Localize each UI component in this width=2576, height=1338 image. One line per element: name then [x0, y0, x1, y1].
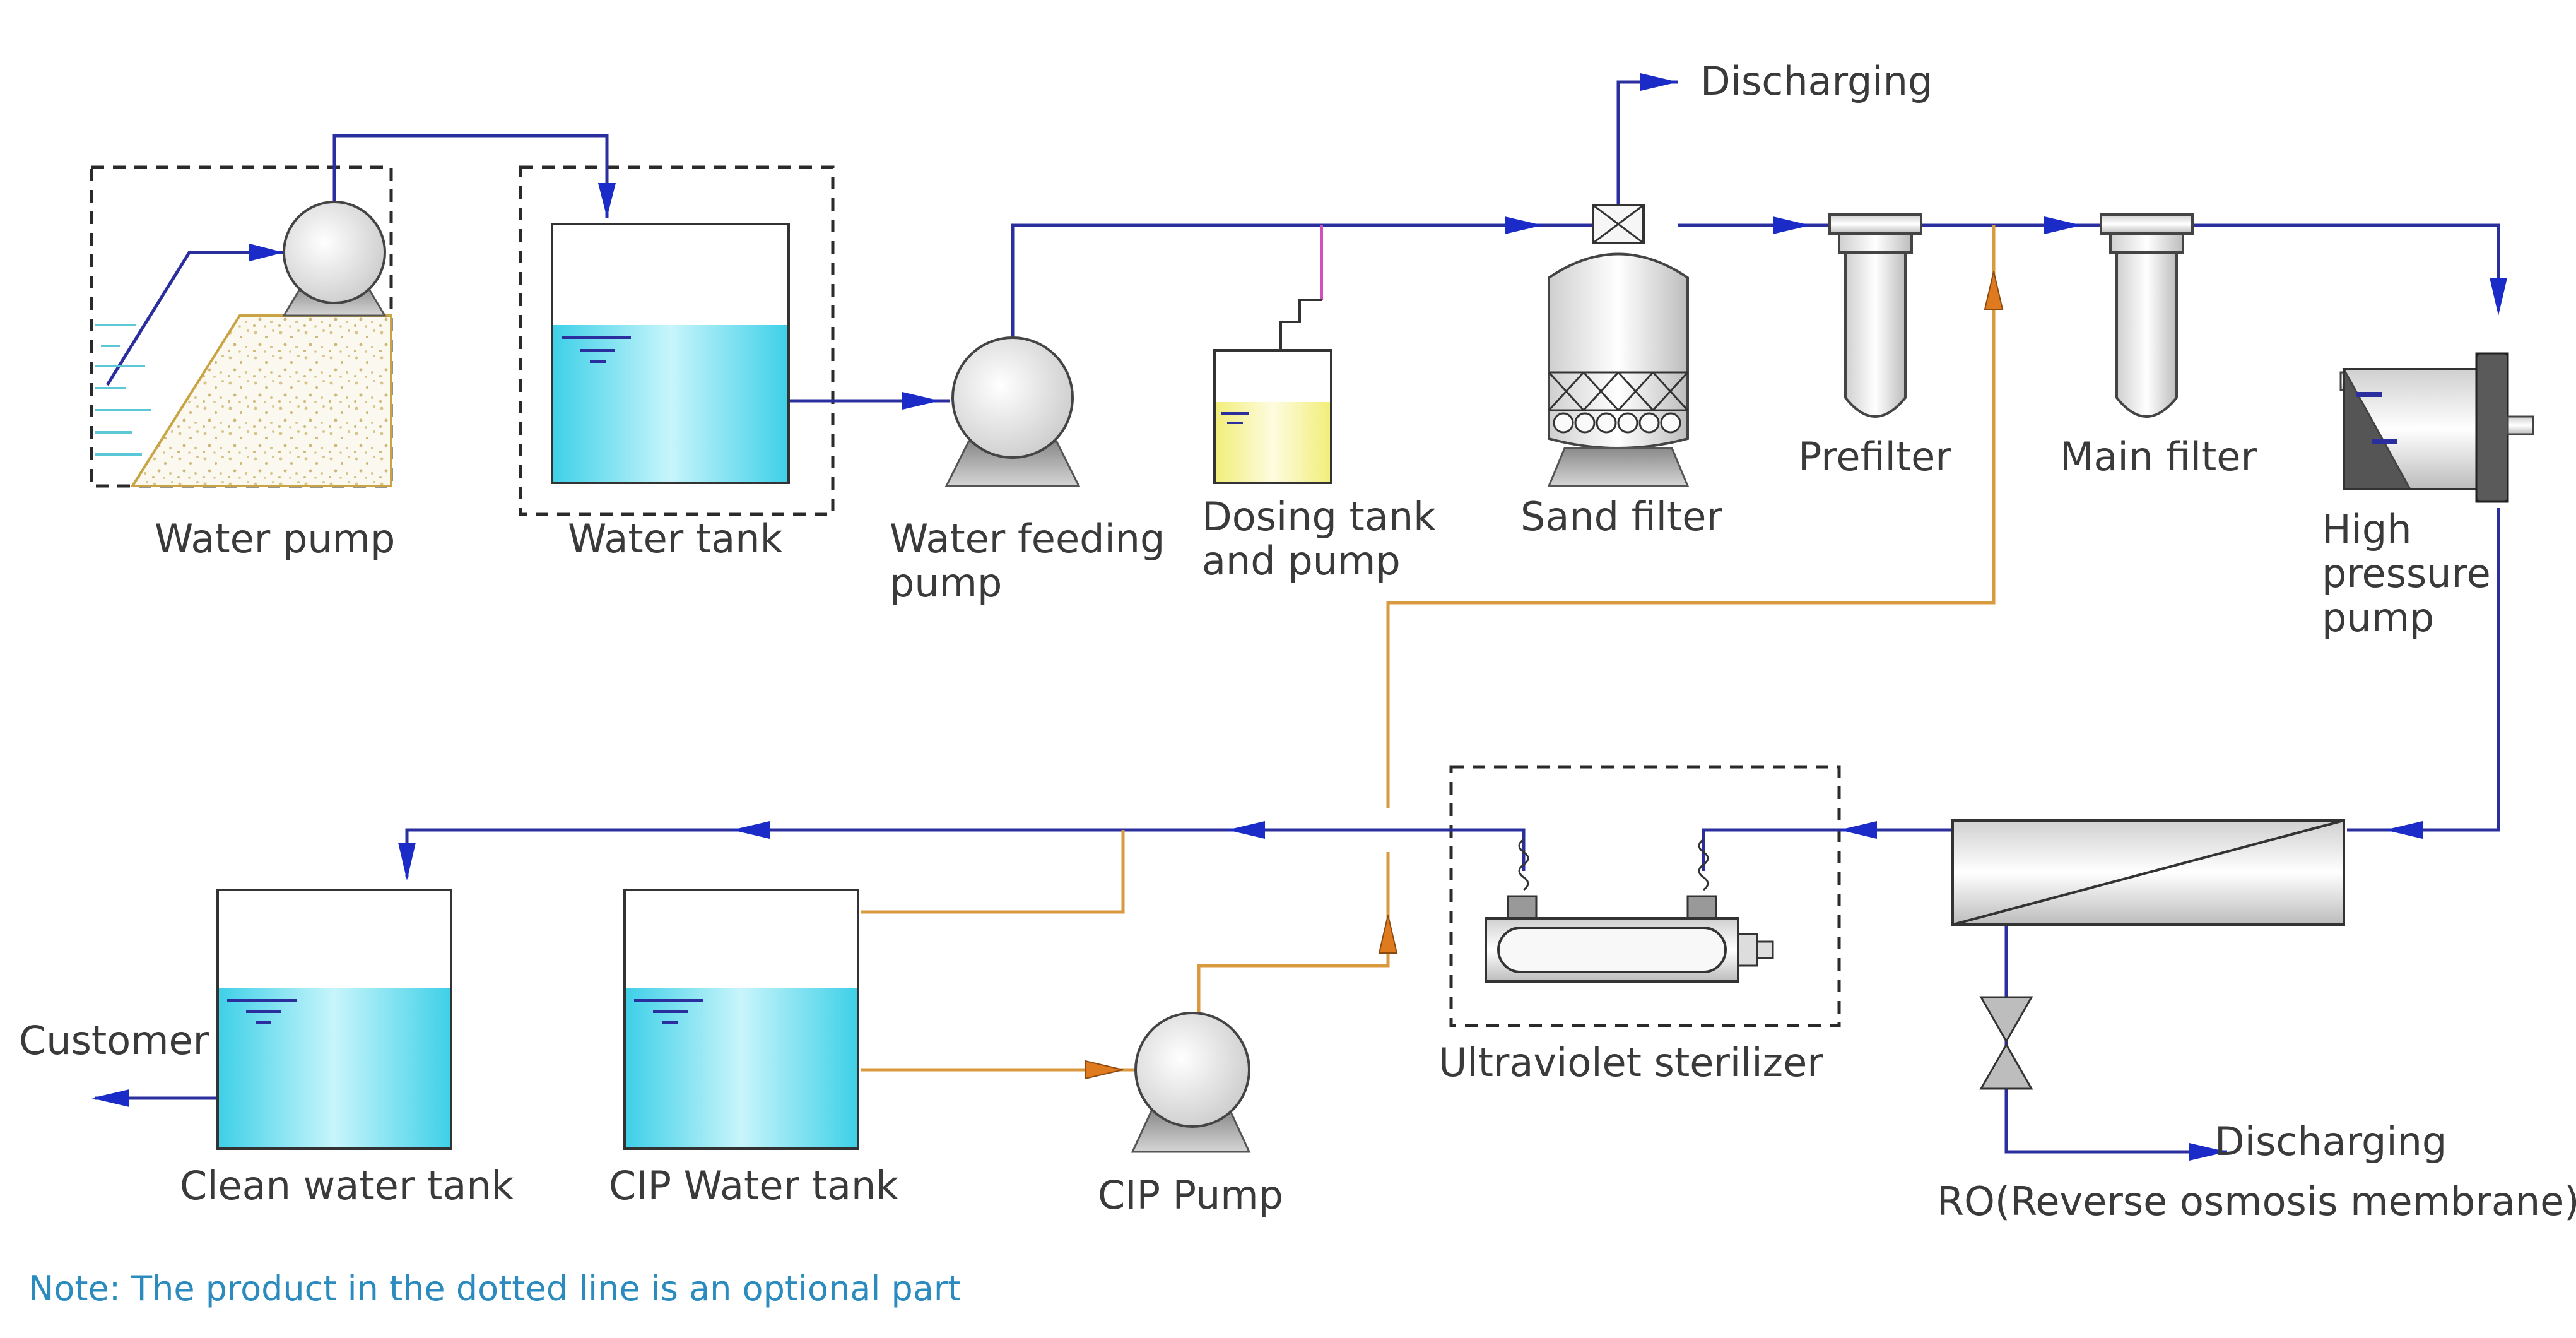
label-discharging-top: Discharging: [1700, 58, 1932, 104]
high-pressure-pump: [2339, 352, 2534, 503]
clean-water-tank: [216, 889, 452, 1150]
label-high-pressure-line3: pump: [2322, 595, 2434, 641]
sand-filter: [1547, 204, 1690, 487]
cip-water-tank: [623, 889, 859, 1150]
water-surface-lines: [95, 324, 151, 456]
arrow-right: [2189, 1143, 2227, 1161]
water-level: [553, 325, 787, 482]
sand-bank: [130, 314, 392, 487]
optional-box-uv-sterilizer: [1449, 765, 1841, 1027]
arrow-right: [1640, 73, 1678, 91]
arrow-left: [91, 1089, 129, 1107]
pump-body: [283, 201, 386, 304]
label-sand-filter: Sand filter: [1520, 494, 1722, 540]
arrow-up: [1378, 915, 1398, 954]
water-tank: [551, 223, 790, 484]
cip-pump: [1131, 1012, 1251, 1153]
ro-membrane: [1951, 819, 2345, 926]
label-water-tank: Water tank: [568, 516, 783, 562]
label-prefilter: Prefilter: [1798, 434, 1951, 480]
arrow-right: [902, 392, 940, 410]
arrow-right: [1085, 1060, 1124, 1080]
label-water-feeding-pump-line1: Water feeding: [890, 516, 1165, 562]
label-discharging-bottom: Discharging: [2214, 1118, 2447, 1164]
label-ro-membrane: RO(Reverse osmosis membrane): [1937, 1178, 2576, 1224]
label-main-filter: Main filter: [2060, 434, 2257, 480]
cip-flow-arrows: [1085, 271, 2004, 1080]
arrow-left: [2385, 821, 2423, 839]
label-cip-pump: CIP Pump: [1098, 1172, 1283, 1218]
label-cip-water-tank: CIP Water tank: [609, 1163, 898, 1209]
uv-sterilizer: [1485, 838, 1774, 983]
label-uv-sterilizer: Ultraviolet sterilizer: [1438, 1039, 1823, 1086]
water-feeding-pump: [944, 336, 1081, 487]
chemical-level: [1216, 402, 1330, 482]
arrow-left: [732, 821, 770, 839]
main-filter: [2100, 213, 2194, 418]
label-clean-water-tank: Clean water tank: [180, 1163, 514, 1209]
label-dosing-tank-line1: Dosing tank: [1202, 494, 1436, 540]
ro-drain-valve: [1979, 996, 2033, 1090]
arrow-right: [249, 244, 284, 261]
component-labels: Water pump Water tank Water feeding pump…: [19, 58, 2576, 1224]
arrow-right: [1505, 216, 1543, 234]
arrow-down: [2490, 278, 2507, 316]
arrow-right: [2044, 216, 2082, 234]
label-water-feeding-pump-line2: pump: [890, 560, 1002, 606]
water-pump: [95, 201, 392, 487]
label-high-pressure-line2: pressure: [2322, 550, 2491, 596]
arrow-left: [1839, 821, 1877, 839]
arrow-down: [598, 183, 616, 218]
flow-arrows: [91, 73, 2507, 1161]
optional-part-note: Note: The product in the dotted line is …: [28, 1269, 961, 1308]
label-customer: Customer: [19, 1017, 209, 1063]
arrow-up: [1984, 271, 2004, 310]
arrow-right: [1773, 216, 1811, 234]
label-water-pump: Water pump: [155, 516, 395, 562]
label-high-pressure-line1: High: [2322, 506, 2412, 552]
label-dosing-tank-line2: and pump: [1202, 538, 1401, 584]
dosing-tank: [1213, 299, 1332, 484]
arrow-down: [398, 843, 416, 880]
optional-box-water-tank: [519, 165, 835, 516]
prefilter: [1828, 213, 1922, 418]
arrow-left: [1227, 821, 1265, 839]
